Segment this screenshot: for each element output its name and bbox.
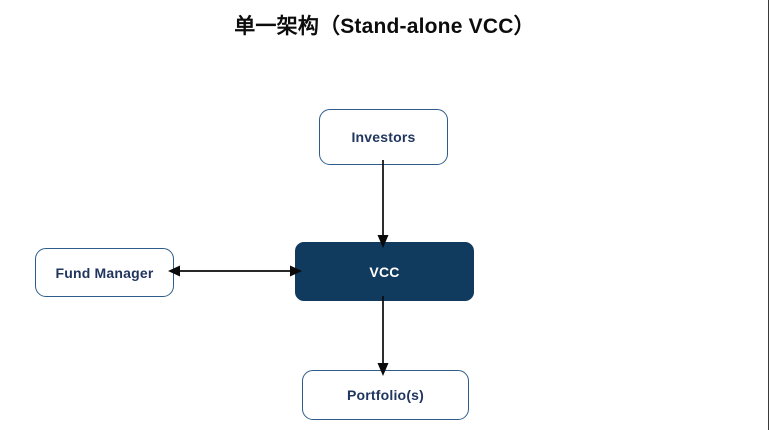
node-vcc-label: VCC	[369, 263, 400, 280]
node-investors[interactable]: Investors	[319, 109, 448, 165]
node-fund-manager-label: Fund Manager	[55, 264, 154, 281]
node-fund-manager[interactable]: Fund Manager	[35, 248, 174, 297]
connector-vcc-to-portfolios-arrow-icon	[377, 296, 389, 376]
page-title: 单一架构（Stand-alone VCC）	[234, 15, 535, 38]
node-portfolios[interactable]: Portfolio(s)	[302, 370, 469, 420]
node-vcc[interactable]: VCC	[295, 242, 474, 301]
connector-fund-manager-to-vcc-double-arrow-icon	[168, 265, 302, 277]
node-investors-label: Investors	[351, 129, 416, 145]
node-portfolios-label: Portfolio(s)	[346, 387, 425, 403]
connector-investors-to-vcc-arrow-icon	[377, 160, 389, 248]
